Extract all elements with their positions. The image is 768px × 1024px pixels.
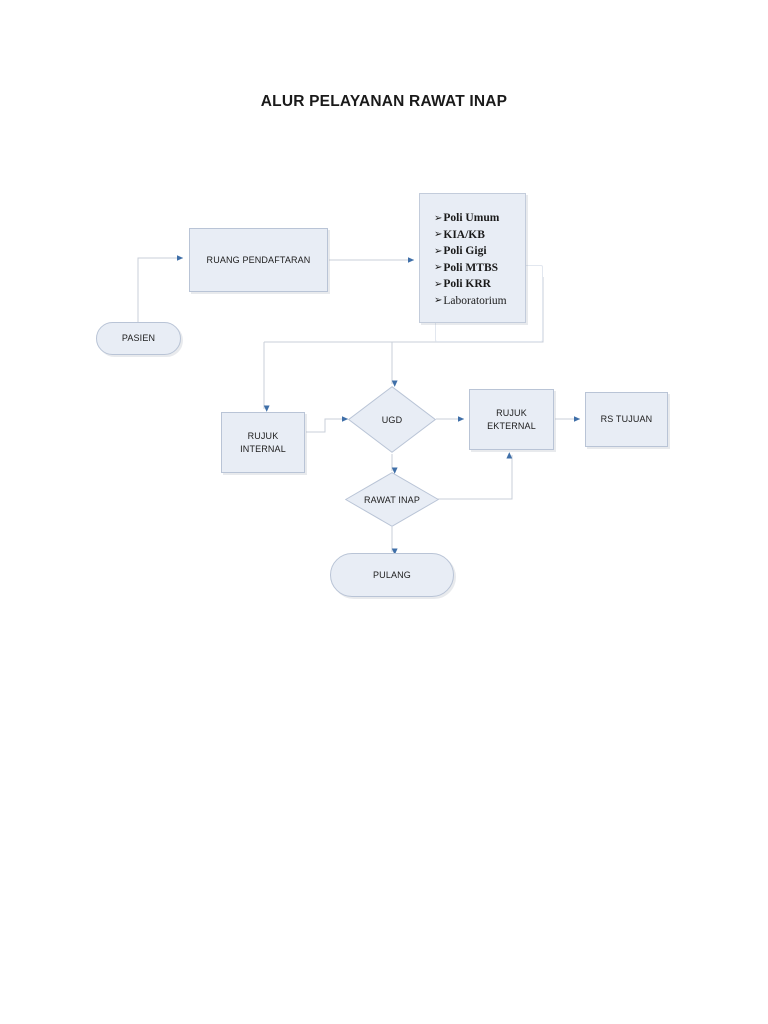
arrow-bullet-icon: ➢ [434, 278, 443, 290]
node-label: PASIEN [121, 333, 156, 344]
diamond-shape [348, 386, 436, 453]
node-label: RUANG PENDAFTARAN [206, 254, 311, 265]
list-item: ➢Poli Umum [434, 212, 500, 224]
diamond-shape [345, 472, 439, 527]
node-label: RUJUK EKTERNAL [487, 408, 536, 431]
list-item: ➢Poli MTBS [434, 261, 499, 274]
node-label: PULANG [373, 569, 411, 580]
page-title: ALUR PELAYANAN RAWAT INAP [260, 93, 508, 110]
poli-services-box: ➢Poli Umum ➢KIA/KB ➢Poli Gigi ➢Poli MTBS… [419, 193, 526, 323]
node-ruang-pendaftaran: RUANG PENDAFTARAN [189, 228, 328, 292]
node-rs-tujuan: RS TUJUAN [585, 392, 668, 447]
arrow-bullet-icon: ➢ [434, 295, 443, 307]
node-label: RS TUJUAN [600, 414, 653, 425]
node-rujuk-ekternal: RUJUK EKTERNAL [469, 389, 554, 450]
arrow-bullet-icon: ➢ [434, 245, 443, 257]
list-item: ➢KIA/KB [434, 228, 485, 241]
list-item: ➢Poli Gigi [434, 245, 487, 258]
node-rujuk-internal: RUJUK INTERNAL [221, 412, 305, 473]
arrow-bullet-icon: ➢ [434, 212, 443, 224]
poli-services-list: ➢Poli Umum ➢KIA/KB ➢Poli Gigi ➢Poli MTBS… [434, 210, 525, 309]
arrow-bullet-icon: ➢ [434, 229, 443, 241]
node-ugd: UGD [348, 386, 436, 453]
node-pasien: PASIEN [96, 322, 181, 355]
list-item: ➢Laboratorium [434, 294, 507, 307]
node-label: UGD [381, 414, 403, 425]
list-item: ➢Poli KRR [434, 278, 491, 291]
node-pulang: PULANG [330, 553, 454, 597]
node-label: RAWAT INAP [363, 494, 420, 505]
node-rawat-inap: RAWAT INAP [345, 472, 439, 527]
node-label: RUJUK INTERNAL [240, 431, 286, 454]
arrow-bullet-icon: ➢ [434, 262, 443, 274]
